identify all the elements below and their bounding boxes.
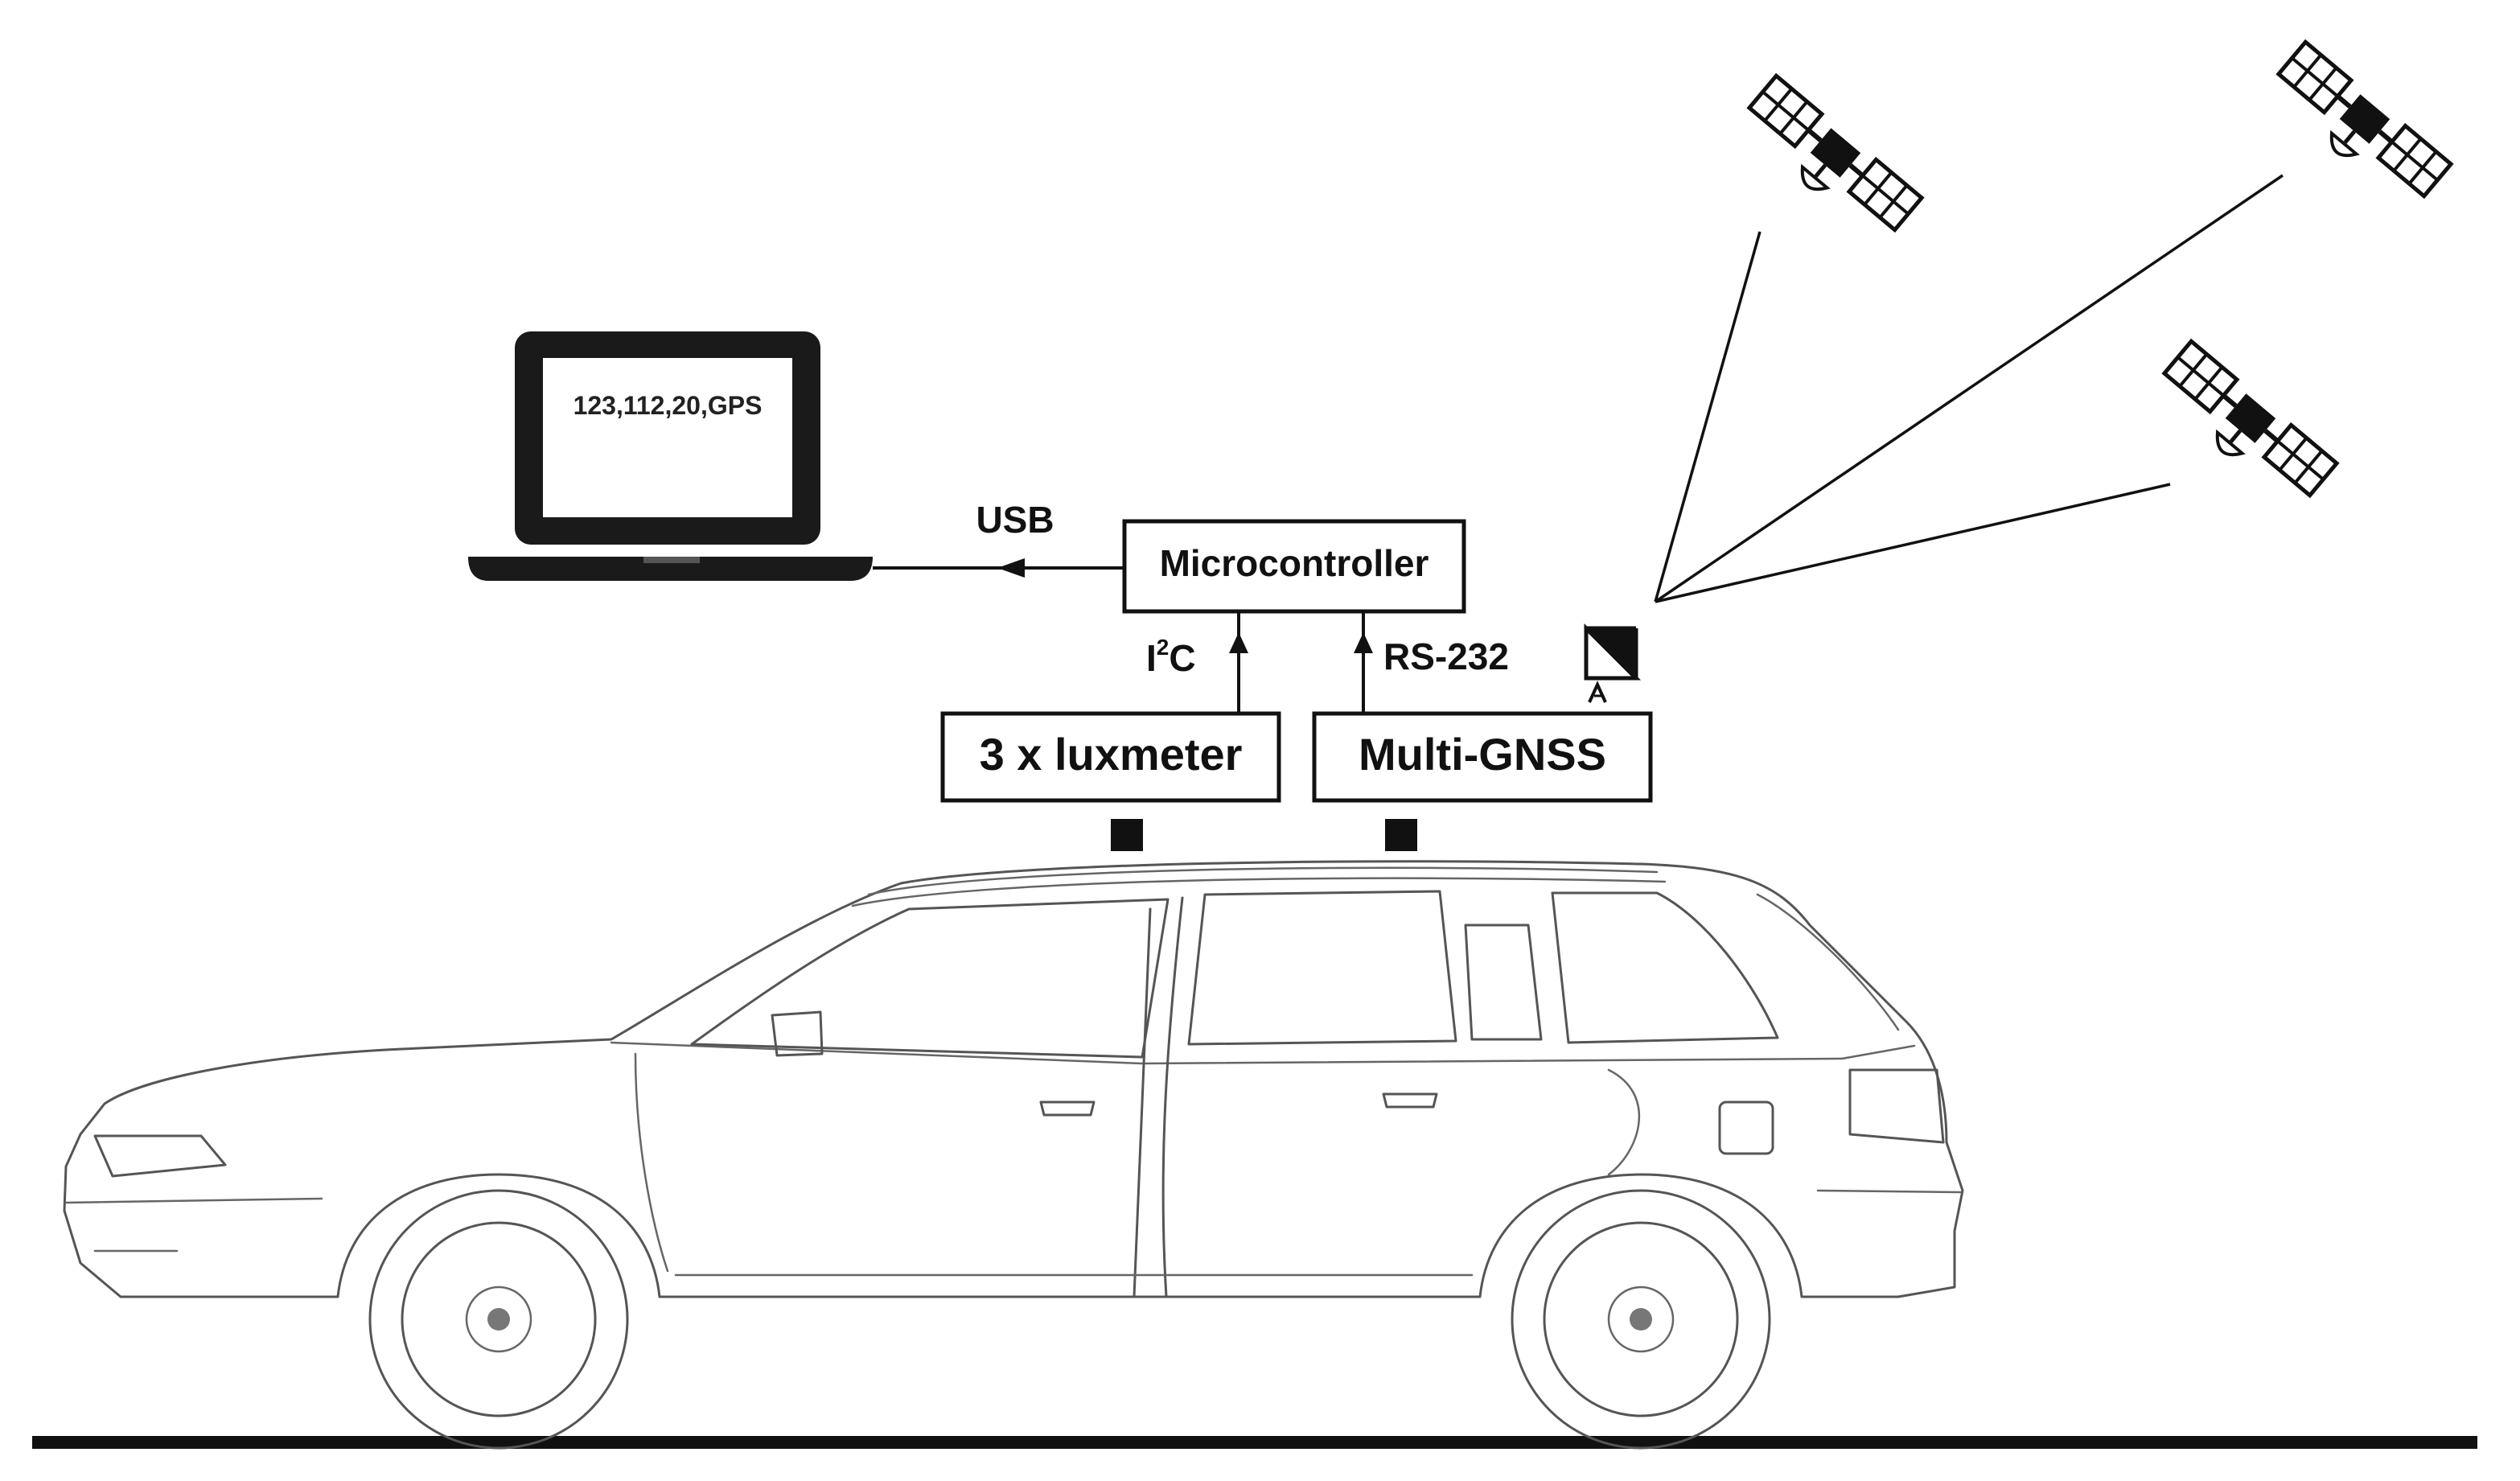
- microcontroller-box: Microcontroller: [1122, 519, 1466, 614]
- i2c-label: I2C: [1146, 635, 1196, 679]
- rs232-label: RS-232: [1383, 636, 1509, 677]
- luxmeter-mount: [1111, 819, 1143, 851]
- satellite-icon: [1735, 76, 1922, 247]
- usb-connection: [873, 558, 1124, 578]
- gnss-signal-rays: [1654, 174, 2284, 603]
- usb-label: USB: [976, 499, 1054, 541]
- satellite-dish-icon: [1584, 623, 1642, 703]
- luxmeter-box: 3 x luxmeter: [940, 711, 1281, 803]
- gnss-mount: [1385, 819, 1417, 851]
- microcontroller-label: Microcontroller: [1160, 542, 1429, 584]
- satellite-icon: [2264, 42, 2451, 213]
- laptop-screen-text: 123,112,20,GPS: [573, 391, 763, 420]
- gnss-box: Multi-GNSS: [1312, 711, 1653, 803]
- car-illustration: [63, 860, 1964, 1450]
- i2c-connection: [1229, 613, 1248, 712]
- gnss-label: Multi-GNSS: [1359, 729, 1606, 780]
- laptop-icon: 123,112,20,GPS: [468, 331, 873, 581]
- luxmeter-label: 3 x luxmeter: [980, 729, 1243, 780]
- satellite-icon: [2150, 341, 2337, 512]
- rs232-connection: [1354, 613, 1373, 712]
